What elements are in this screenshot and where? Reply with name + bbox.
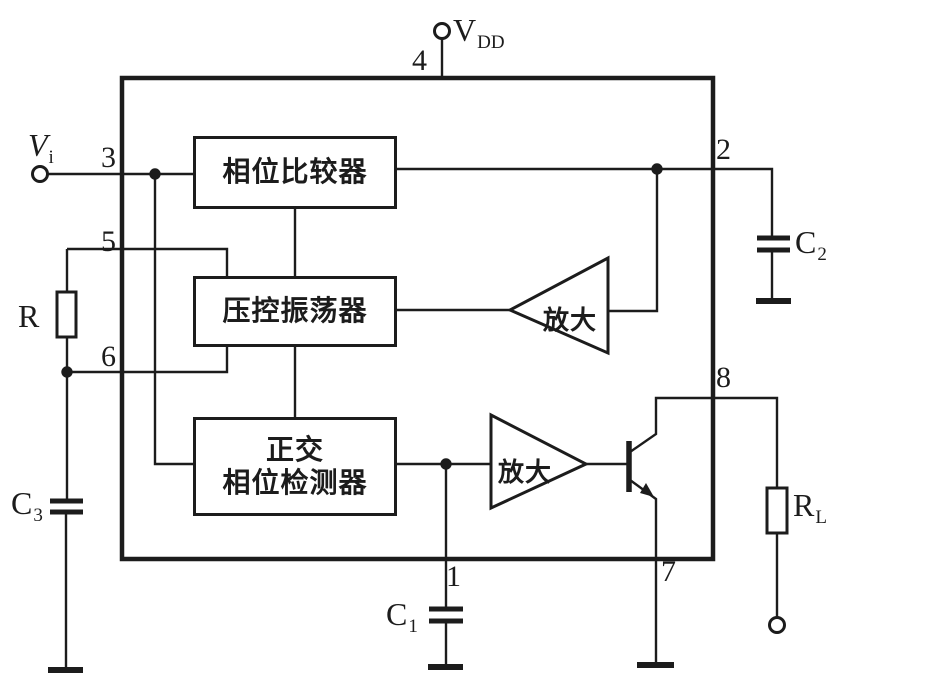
amp1-triangle — [506, 255, 610, 356]
r-label: R — [18, 298, 40, 334]
pin-7-label: 7 — [661, 555, 676, 588]
transistor-emitter-arrow — [640, 483, 654, 497]
block-vco: 压控振荡器 — [193, 276, 397, 347]
wire-input-to-quadrature — [153, 174, 196, 466]
c2-label: C2 — [795, 224, 827, 265]
pin-1-label: 1 — [446, 560, 461, 593]
wire-emitter-pin7-to-ground — [629, 479, 658, 664]
junction-dot-quad-output — [440, 458, 452, 470]
phase-comparator-label: 相位比较器 — [222, 157, 368, 188]
wires — [48, 39, 779, 669]
c1-label: C1 — [386, 596, 418, 637]
block-phase-comparator: 相位比较器 — [193, 136, 397, 209]
vi-label: Vi — [28, 127, 54, 168]
resistor-r-symbol — [55, 290, 78, 339]
quadrature-label-line2: 相位检测器 — [222, 467, 368, 499]
amp2-triangle — [489, 412, 590, 511]
capacitor-c1-symbol — [429, 606, 463, 624]
ic-outline — [119, 75, 716, 562]
pin-4-label: 4 — [412, 44, 427, 77]
junction-dot-pin2 — [651, 163, 663, 175]
c3-label: C3 — [11, 485, 43, 526]
resistor-rl-symbol — [765, 486, 789, 535]
vco-label: 压控振荡器 — [222, 296, 368, 327]
transistor-symbol — [626, 441, 654, 497]
quadrature-label-line1: 正交 — [265, 434, 324, 466]
junction-dot-pin6 — [61, 366, 73, 378]
wire-feedback-to-amp1 — [608, 169, 659, 313]
amp2-label: 放大 — [497, 458, 552, 487]
capacitor-c2-symbol — [757, 235, 790, 253]
wire-pin5-to-vco-top — [67, 247, 229, 278]
rl-label: RL — [793, 487, 827, 528]
pin-8-label: 8 — [716, 361, 731, 394]
junction-dot-pin3 — [149, 168, 161, 180]
wire-collector-pin8-to-rl — [629, 396, 779, 488]
pin-2-label: 2 — [716, 133, 731, 166]
terminal-output-circle — [768, 616, 786, 634]
vdd-label: VDD — [453, 12, 505, 53]
wire-comparator-pin2-c2 — [396, 167, 774, 237]
terminal-vdd-circle — [433, 22, 451, 40]
amp1-label: 放大 — [542, 306, 597, 335]
wire-pin6-to-vco-bottom — [67, 346, 229, 374]
capacitor-c3-symbol — [50, 498, 83, 515]
pin-3-label: 3 — [101, 141, 116, 174]
pin-5-label: 5 — [101, 225, 116, 258]
grounds — [48, 298, 791, 673]
terminal-vi-circle — [31, 165, 49, 183]
pin-6-label: 6 — [101, 340, 116, 373]
block-quadrature-phase-detector: 正交 相位检测器 — [193, 417, 397, 516]
